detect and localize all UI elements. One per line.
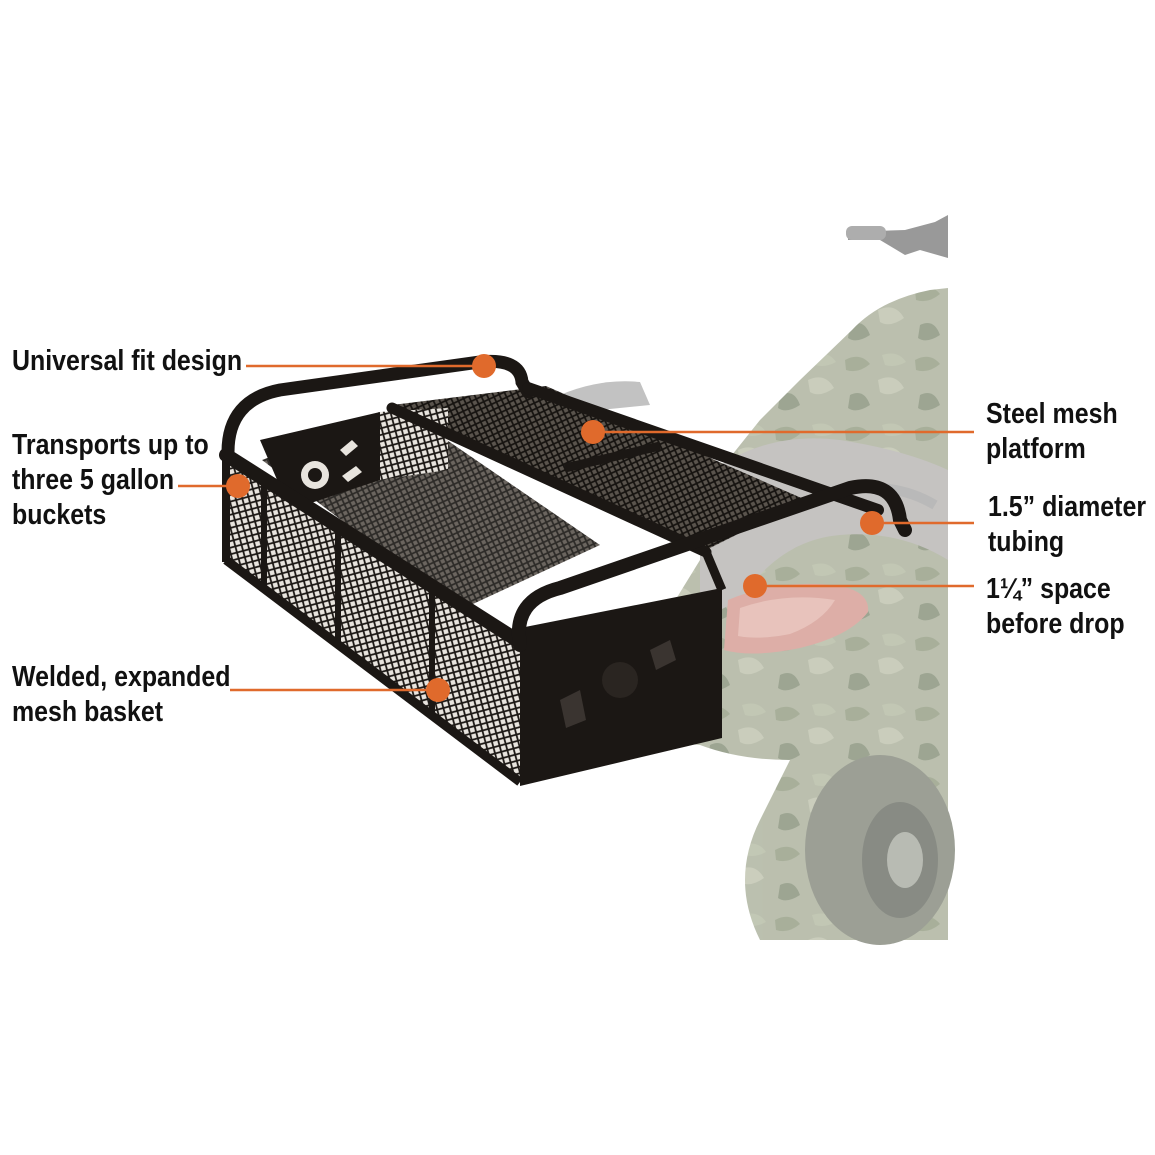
callout-transports-line1: Transports up to — [12, 429, 209, 461]
callout-dot-space — [743, 574, 767, 598]
callout-tubing: 1.5” diameter tubing — [988, 490, 1146, 560]
callout-tubing-line1: 1.5” diameter — [988, 491, 1147, 523]
cargo-basket — [219, 354, 912, 786]
callout-space-drop-line1: 1¼” space — [986, 573, 1111, 605]
callout-space-drop: 1¼” space before drop — [986, 572, 1125, 642]
callout-transports-line2: three 5 gallon — [12, 464, 175, 496]
callout-dot-tubing — [860, 511, 884, 535]
callout-space-drop-line2: before drop — [986, 608, 1125, 640]
callout-dot-welded — [426, 678, 450, 702]
callout-dot-universal — [472, 354, 496, 378]
callout-tubing-line2: tubing — [988, 526, 1065, 558]
callout-markers — [178, 354, 974, 702]
callout-universal-fit: Universal fit design — [12, 344, 242, 379]
callout-dot-transports — [226, 474, 250, 498]
callout-steel-platform-line1: Steel mesh — [986, 398, 1118, 430]
callout-welded-mesh-line1: Welded, expanded — [12, 661, 231, 693]
callout-welded-mesh-line2: mesh basket — [12, 696, 164, 728]
callout-transports: Transports up to three 5 gallon buckets — [12, 428, 209, 533]
callout-universal-fit-line1: Universal fit design — [12, 345, 243, 377]
callout-transports-line3: buckets — [12, 499, 107, 531]
callout-steel-platform: Steel mesh platform — [986, 397, 1118, 467]
callout-dot-platform — [581, 420, 605, 444]
callout-welded-mesh: Welded, expanded mesh basket — [12, 660, 231, 730]
callout-steel-platform-line2: platform — [986, 433, 1086, 465]
